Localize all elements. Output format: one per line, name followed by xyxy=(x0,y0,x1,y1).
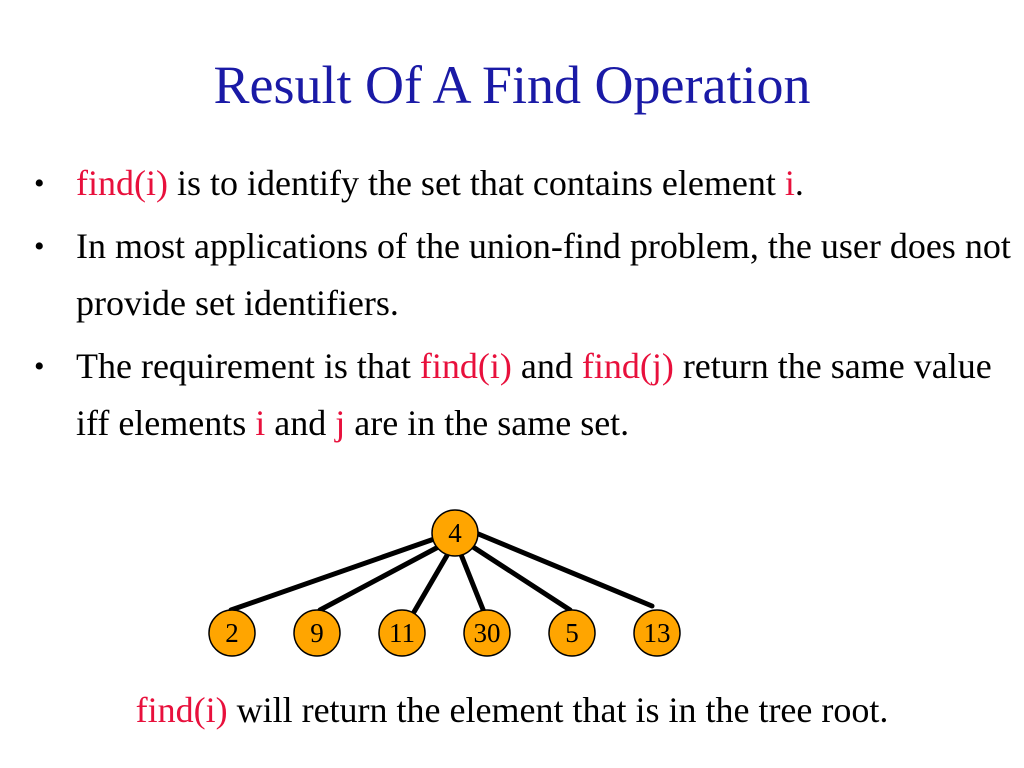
tree-node-label: 30 xyxy=(474,618,501,648)
tree-node-label: 13 xyxy=(644,618,671,648)
tree-child-node: 9 xyxy=(293,609,341,657)
tree-child-node: 2 xyxy=(208,609,256,657)
bullet-list: • find(i) is to identify the set that co… xyxy=(28,155,1018,458)
bullet-segment: The requirement is that xyxy=(76,346,420,386)
bullet-segment: is to identify the set that contains ele… xyxy=(167,163,785,203)
tree-child-node: 5 xyxy=(548,609,596,657)
footer-text: will return the element that is in the t… xyxy=(227,690,889,730)
bullet-segment: In most applications of the union-find p… xyxy=(76,226,1011,323)
tree-node-circle xyxy=(633,609,681,657)
footer-caption: find(i) will return the element that is … xyxy=(0,683,1024,737)
tree-edge xyxy=(457,549,487,615)
tree-root-node: 4 xyxy=(431,509,479,557)
tree-node-circle xyxy=(431,509,479,557)
bullet-segment: j xyxy=(335,403,346,443)
bullet-item: • In most applications of the union-find… xyxy=(28,218,1018,332)
tree-child-node: 11 xyxy=(378,609,426,657)
bullet-item: • The requirement is that find(i) and fi… xyxy=(28,338,1018,452)
tree-edge xyxy=(228,535,440,613)
tree-edge xyxy=(317,542,445,613)
bullet-segment: and xyxy=(511,346,582,386)
bullet-icon: • xyxy=(34,350,45,383)
tree-node-circle xyxy=(548,609,596,657)
slide-title: Result Of A Find Operation xyxy=(213,55,811,115)
tree-child-node: 13 xyxy=(633,609,681,657)
bullet-segment: find(i) xyxy=(419,346,512,386)
bullet-segment: find(i) xyxy=(76,163,168,203)
bullet-segment: and xyxy=(265,403,336,443)
bullet-segment: i xyxy=(255,403,266,443)
bullet-segment: . xyxy=(794,163,804,203)
tree-child-node: 30 xyxy=(463,609,511,657)
bullet-item: • find(i) is to identify the set that co… xyxy=(28,155,1018,212)
tree-node-label: 9 xyxy=(310,618,324,648)
tree-node-circle xyxy=(463,609,511,657)
tree-node-circle xyxy=(293,609,341,657)
tree-node-circle xyxy=(378,609,426,657)
tree-edge xyxy=(467,542,573,613)
bullet-icon: • xyxy=(34,230,45,263)
bullet-icon: • xyxy=(34,167,45,200)
tree-edges xyxy=(228,530,655,615)
tree-edge xyxy=(473,530,655,609)
tree-node-label: 11 xyxy=(389,618,415,648)
tree-node-label: 5 xyxy=(565,618,579,648)
footer-highlight: find(i) xyxy=(135,690,228,730)
tree-node-label: 4 xyxy=(448,518,462,548)
tree-node-circle xyxy=(208,609,256,657)
bullet-segment: are in the same set. xyxy=(345,403,630,443)
tree-node-label: 2 xyxy=(225,618,239,648)
bullet-segment: i xyxy=(784,163,795,203)
bullet-segment: return the same value iff elements xyxy=(76,346,992,443)
tree-edge xyxy=(411,549,452,615)
bullet-segment: find(j) xyxy=(581,346,674,386)
